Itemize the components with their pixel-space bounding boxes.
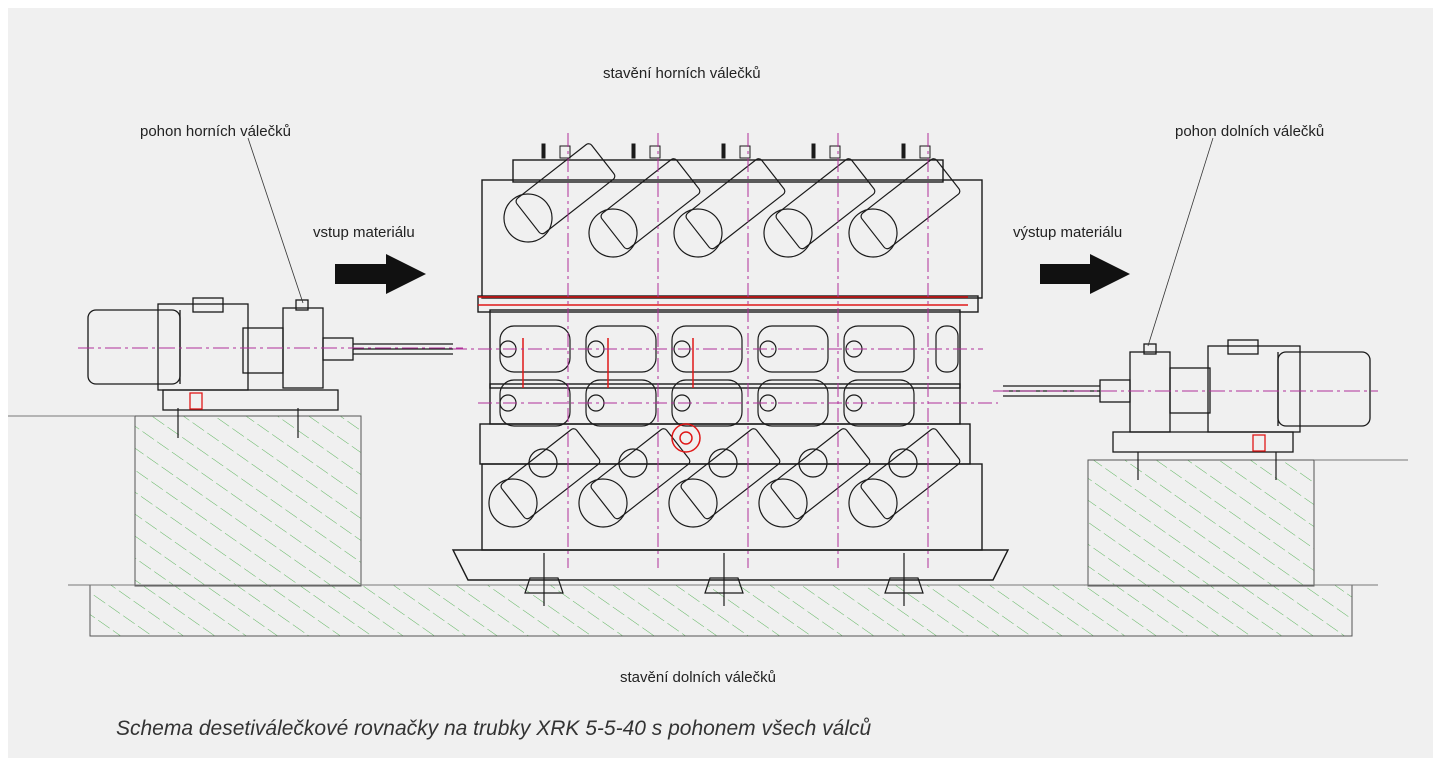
roller-pairs bbox=[499, 325, 959, 427]
label-top-adjust: stavění horních válečků bbox=[603, 65, 761, 82]
label-upper-drive: pohon horních válečků bbox=[140, 123, 291, 140]
arrow-right-icon bbox=[335, 254, 426, 294]
label-input: vstup materiálu bbox=[313, 224, 415, 241]
right-foundation bbox=[1087, 459, 1315, 587]
upper-roller-drives bbox=[503, 143, 961, 258]
lower-roller-drives bbox=[488, 428, 961, 528]
left-foundation bbox=[134, 415, 362, 587]
red-linkage bbox=[478, 296, 968, 453]
machine-centerlines bbox=[453, 133, 998, 568]
straightening-machine-diagram bbox=[8, 133, 1408, 637]
machine-frame bbox=[451, 159, 1010, 581]
top-adjusting-screws bbox=[541, 143, 931, 159]
leader-line-lower-drive bbox=[1147, 137, 1214, 347]
anchor-feet bbox=[177, 408, 1277, 606]
label-lower-drive: pohon dolních válečků bbox=[1175, 123, 1325, 140]
figure-caption: Schema desetiválečkové rovnačky na trubk… bbox=[116, 717, 872, 740]
label-bottom-adjust: stavění dolních válečků bbox=[620, 669, 776, 686]
diagram-frame: stavění horních válečků pohon horních vá… bbox=[8, 8, 1433, 758]
upper-drive-unit bbox=[87, 297, 453, 411]
label-output: výstup materiálu bbox=[1013, 224, 1123, 241]
arrow-right-icon bbox=[1040, 254, 1130, 294]
leader-line-upper-drive bbox=[247, 137, 304, 304]
lower-drive-unit bbox=[1003, 339, 1371, 453]
